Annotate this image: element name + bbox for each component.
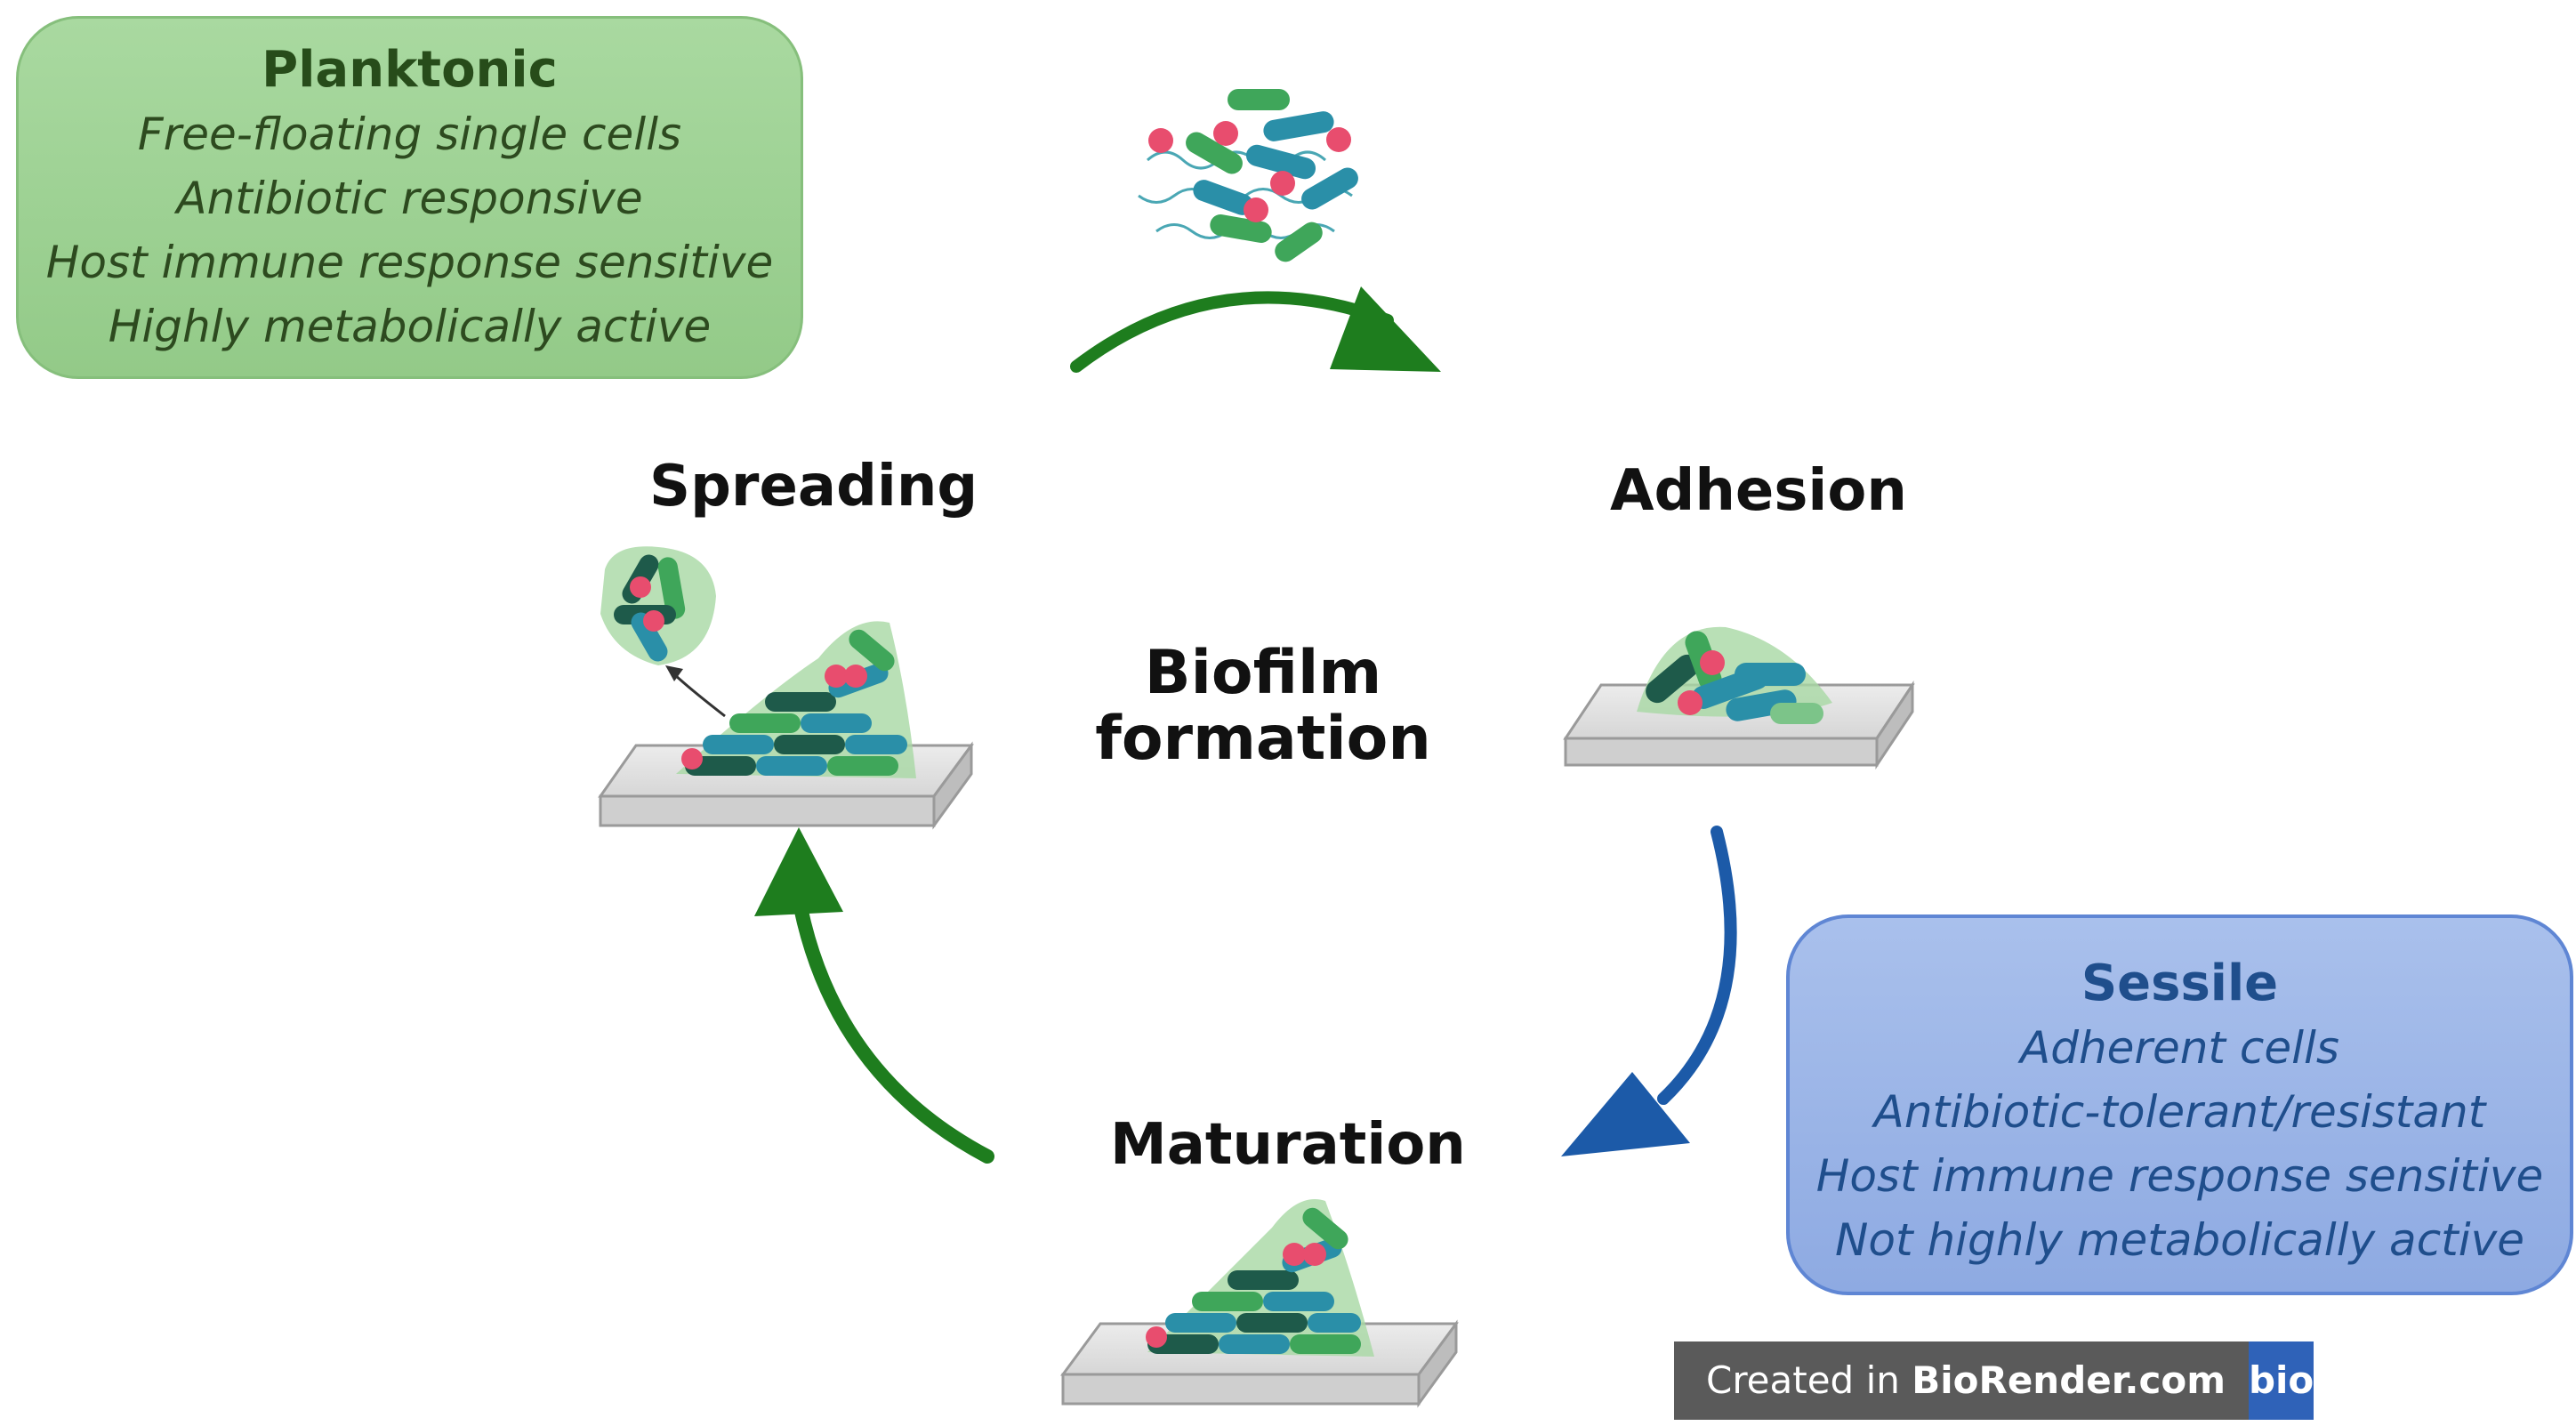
center-title-line: Biofilm	[1144, 638, 1382, 708]
adhesion-biofilm	[1563, 626, 1915, 769]
sessile-line: Host immune response sensitive	[1815, 1150, 2544, 1202]
center-title: Biofilm formation	[1059, 640, 1468, 772]
biorender-logo-icon: bio	[2248, 1341, 2314, 1420]
planktonic-line: Antibiotic responsive	[176, 173, 643, 224]
planktonic-line: Host immune response sensitive	[45, 237, 774, 288]
watermark-text: Created in BioRender.com	[1674, 1341, 2249, 1420]
sessile-line: Not highly metabolically active	[1834, 1214, 2525, 1266]
sessile-info-box: Sessile Adherent cells Antibiotic-tolera…	[1786, 914, 2573, 1295]
planktonic-line: Highly metabolically active	[108, 301, 712, 352]
stage-label-spreading: Spreading	[649, 454, 978, 520]
arrow-top	[1070, 286, 1441, 373]
biorender-watermark: Created in BioRender.com bio	[1674, 1341, 2314, 1420]
sessile-title: Sessile	[2081, 955, 2279, 1012]
watermark-brand: BioRender.com	[1912, 1358, 2226, 1402]
stage-label-maturation: Maturation	[1110, 1112, 1466, 1178]
sessile-line: Antibiotic-tolerant/resistant	[1873, 1086, 2486, 1138]
center-title-line: formation	[1095, 704, 1431, 774]
planktonic-line: Free-floating single cells	[137, 109, 682, 160]
planktonic-title: Planktonic	[262, 41, 558, 99]
spreading-biofilm	[598, 546, 974, 830]
arrow-right	[1561, 826, 1737, 1156]
maturation-biofilm	[1060, 1199, 1459, 1408]
stage-label-adhesion: Adhesion	[1610, 458, 1907, 524]
watermark-prefix: Created in	[1706, 1358, 1912, 1402]
planktonic-bacteria	[1138, 89, 1358, 262]
planktonic-info-box: Planktonic Free-floating single cells An…	[16, 16, 803, 379]
arrow-left	[754, 827, 994, 1164]
sessile-line: Adherent cells	[2020, 1022, 2339, 1074]
